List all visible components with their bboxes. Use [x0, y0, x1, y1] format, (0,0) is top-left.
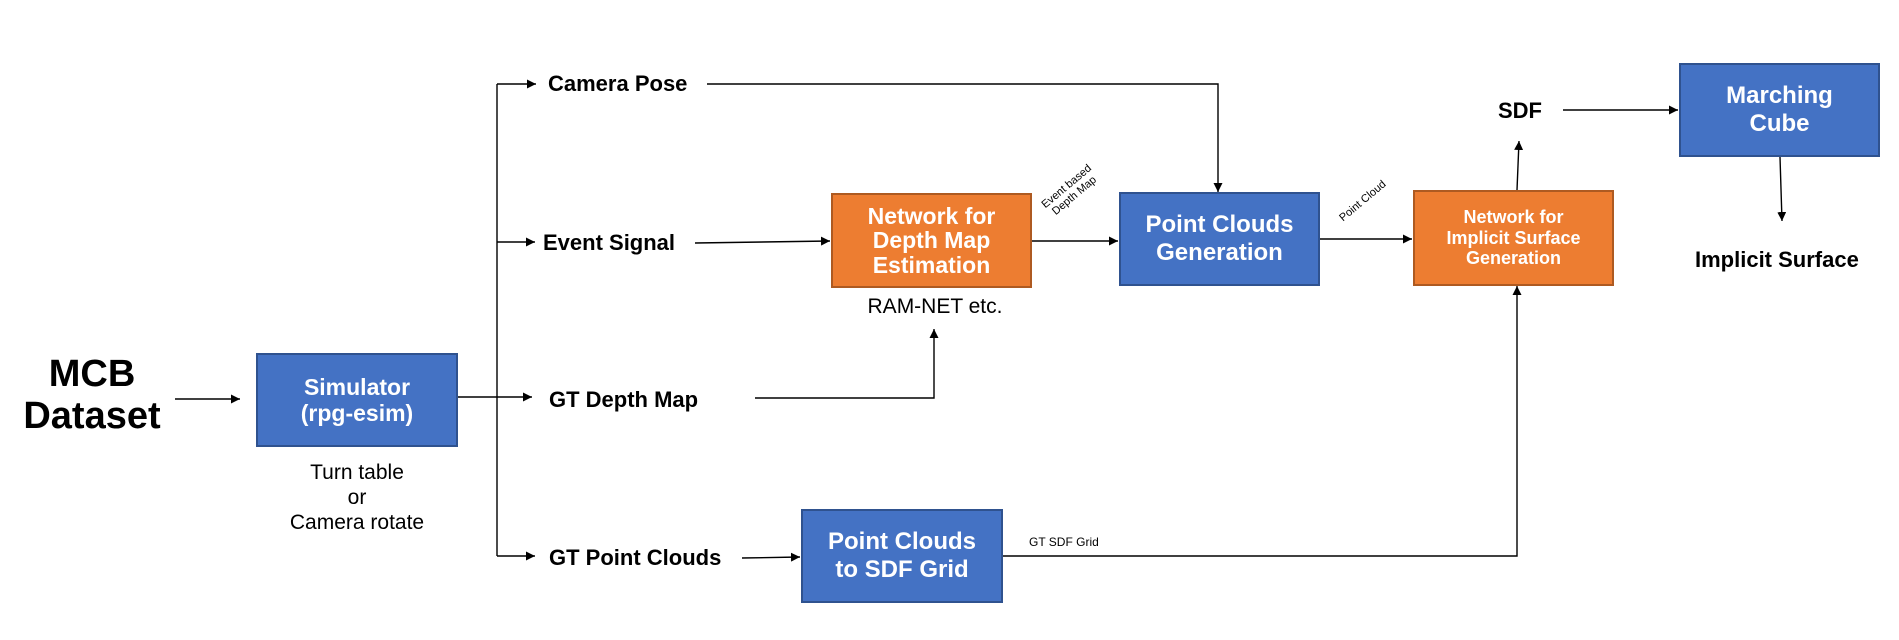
sdf-label: SDF — [1498, 98, 1542, 123]
gt-point-clouds-label: GT Point Clouds — [549, 545, 722, 570]
ramnet-note: RAM-NET etc. — [867, 295, 1003, 318]
arrow-gt-pc-to-sdf-box — [741, 552, 801, 562]
point-clouds-to-sdf-box: Point Clouds to SDF Grid — [801, 509, 1003, 603]
dataset-label: MCB Dataset — [23, 353, 161, 437]
arrow-gt-depth-to-ramnet — [755, 329, 939, 399]
arrow-marching-cube-to-surface — [1777, 156, 1787, 222]
simulator-box: Simulator (rpg-esim) — [256, 353, 458, 447]
arrow-camera-pose-to-pcgen — [707, 83, 1223, 192]
camera-pose-label: Camera Pose — [548, 71, 688, 96]
point-clouds-generation-box: Point Clouds Generation — [1119, 192, 1320, 286]
arrow-implicit-net-to-sdf — [1514, 140, 1524, 191]
simulator-note: Turn table or Camera rotate — [289, 461, 425, 535]
gt-sdf-grid-edge-label: GT SDF Grid — [1029, 535, 1099, 549]
implicit-surface-label: Implicit Surface — [1695, 247, 1859, 272]
event-signal-label: Event Signal — [543, 230, 676, 255]
implicit-surface-network-box: Network for Implicit Surface Generation — [1413, 190, 1614, 286]
arrow-sdf-grid-to-implicit-net — [1003, 286, 1522, 557]
arrow-event-to-depth-net — [694, 236, 831, 246]
gt-depth-map-label: GT Depth Map — [549, 387, 699, 412]
marching-cube-box: Marching Cube — [1679, 63, 1880, 157]
depth-network-box: Network for Depth Map Estimation — [831, 193, 1032, 288]
